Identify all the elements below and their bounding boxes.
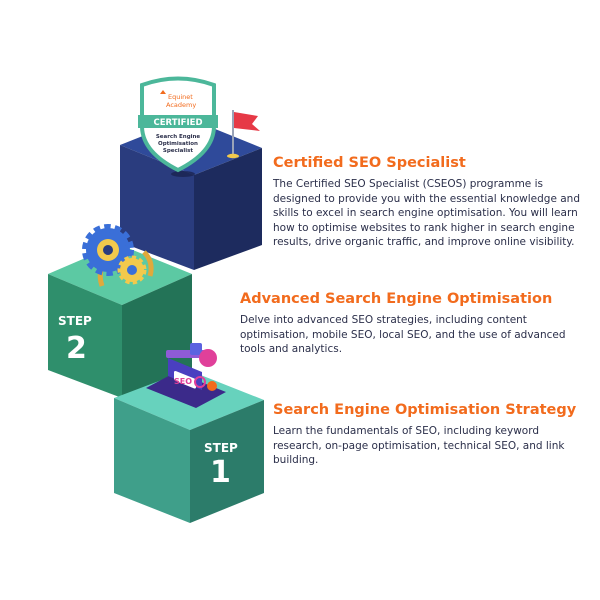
- block-step-2-left-face: [48, 274, 122, 398]
- step-2-title: Advanced Search Engine Optimisation: [240, 291, 553, 307]
- block-certified-right-face: [194, 148, 262, 270]
- step-1-description: Learn the fundamentals of SEO, including…: [273, 425, 565, 466]
- badge-fox-icon: [160, 90, 166, 94]
- badge-ribbon-text: CERTIFIED: [154, 118, 203, 128]
- seo-laptop-icon: SEO: [146, 343, 226, 408]
- badge-brand-line1: Equinet: [168, 93, 193, 101]
- step-1-word: STEP: [204, 441, 238, 455]
- step-2-number: 2: [66, 331, 87, 366]
- badge-line2: Optimisation: [158, 141, 198, 147]
- badge-ribbon: [138, 115, 218, 128]
- step-2-description: Delve into advanced SEO strategies, incl…: [240, 314, 566, 355]
- step-certified-title: Certified SEO Specialist: [273, 155, 466, 171]
- badge-line3: Specialist: [163, 148, 194, 154]
- badge-line1: Search Engine: [156, 134, 201, 140]
- step-1-text: Search Engine Optimisation Strategy Lear…: [273, 402, 577, 468]
- step-2-word: STEP: [58, 314, 92, 328]
- badge-brand-line2: Academy: [166, 101, 196, 109]
- block-step-1-left-face: [114, 398, 190, 523]
- step-1-title: Search Engine Optimisation Strategy: [273, 402, 577, 418]
- gears-icon: [82, 224, 154, 287]
- block-step-1-right-face: [190, 400, 264, 523]
- badge-shadow: [171, 171, 195, 177]
- step-1-number: 1: [210, 455, 231, 490]
- step-certified-description: The Certified SEO Specialist (CSEOS) pro…: [273, 178, 581, 248]
- laptop-screen-text: SEO: [174, 377, 192, 386]
- flag-icon: [227, 110, 260, 159]
- certified-badge: Equinet Academy CERTIFIED Search Engine …: [138, 76, 218, 173]
- step-2-text: Advanced Search Engine Optimisation Delv…: [240, 291, 570, 357]
- step-certified-text: Certified SEO Specialist The Certified S…: [273, 155, 583, 250]
